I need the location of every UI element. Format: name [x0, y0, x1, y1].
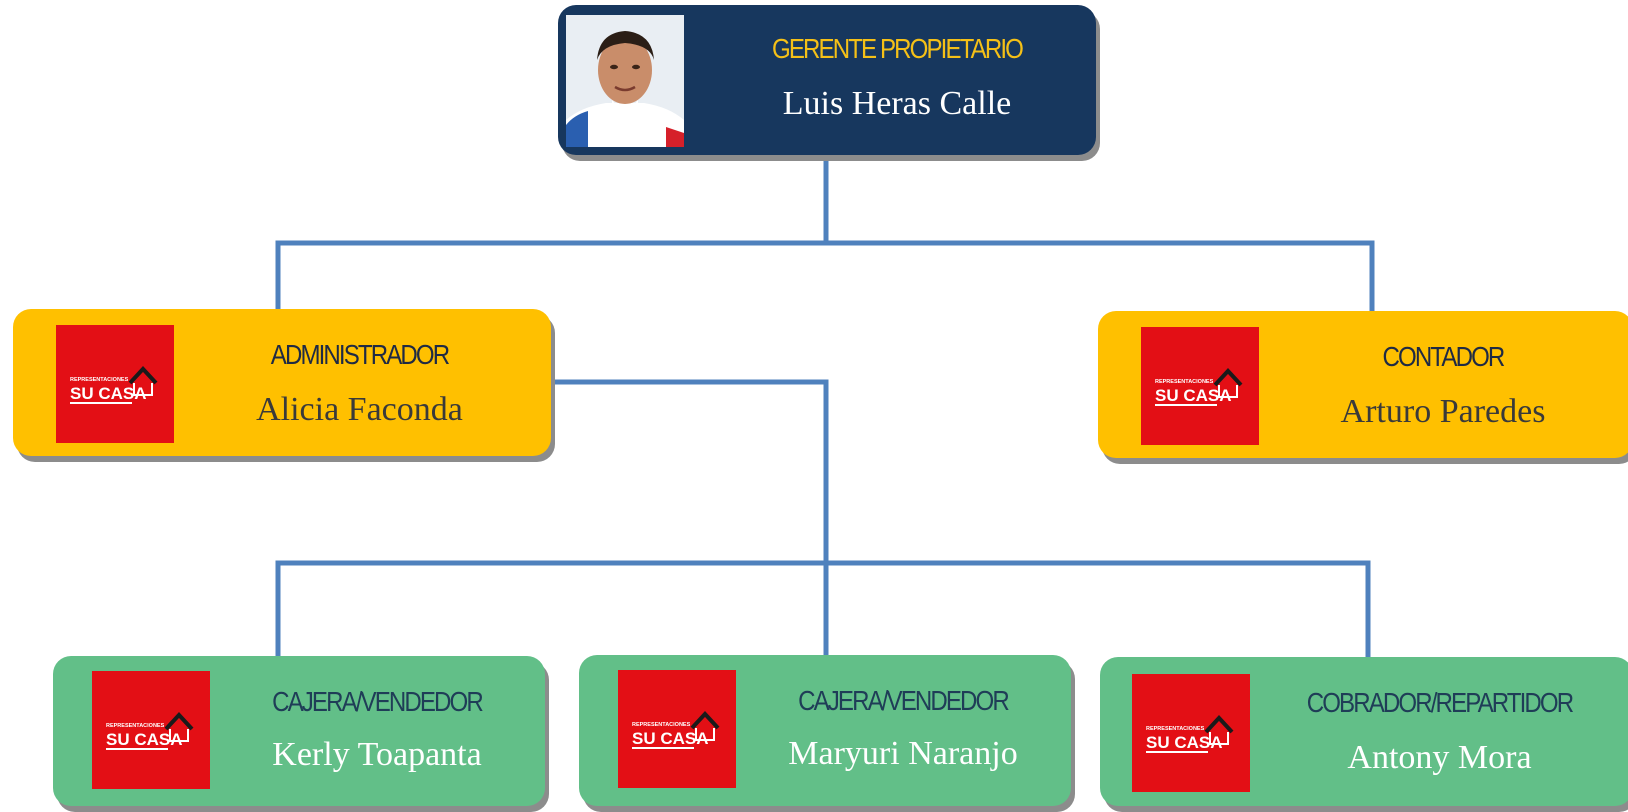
- person-name: Maryuri Naranjo: [788, 735, 1018, 772]
- person-name: Luis Heras Calle: [782, 85, 1012, 122]
- node-gerente-propietario: GERENTE PROPIETARIO Luis Heras Calle: [558, 5, 1096, 155]
- person-name: Kerly Toapanta: [272, 736, 482, 773]
- role-title: COBRADOR/REPARTIDOR: [1306, 687, 1574, 718]
- node-cobrador-repartidor: REPRESENTACIONES SU CASA COBRADOR/REPART…: [1100, 657, 1628, 806]
- su-casa-logo-icon: REPRESENTACIONES SU CASA: [92, 671, 210, 789]
- svg-text:REPRESENTACIONES: REPRESENTACIONES: [1155, 379, 1214, 385]
- node-contador: REPRESENTACIONES SU CASA CONTADOR Arturo…: [1098, 311, 1628, 458]
- role-title: CONTADOR: [1382, 341, 1506, 372]
- role-title: GERENTE PROPIETARIO: [772, 33, 1024, 64]
- svg-text:SU CASA: SU CASA: [106, 730, 183, 749]
- node-cajera-vendedor-2: REPRESENTACIONES SU CASA CAJERA/VENDEDOR…: [579, 655, 1071, 806]
- node-cajera-vendedor-1: REPRESENTACIONES SU CASA CAJERA/VENDEDOR…: [53, 656, 545, 806]
- role-title: CAJERA/VENDEDOR: [798, 685, 1010, 716]
- role-title: CAJERA/VENDEDOR: [272, 686, 484, 717]
- person-name: Arturo Paredes: [1340, 393, 1546, 430]
- role-title: ADMINISTRADOR: [270, 339, 450, 370]
- su-casa-logo-icon: REPRESENTACIONES SU CASA: [1141, 327, 1259, 445]
- su-casa-logo-icon: REPRESENTACIONES SU CASA: [56, 325, 174, 443]
- su-casa-logo-icon: REPRESENTACIONES SU CASA: [618, 670, 736, 788]
- svg-text:REPRESENTACIONES: REPRESENTACIONES: [70, 377, 129, 383]
- node-administrador: REPRESENTACIONES SU CASA ADMINISTRADOR A…: [13, 309, 551, 456]
- portrait-photo: [566, 15, 684, 147]
- svg-text:SU CASA: SU CASA: [632, 729, 709, 748]
- su-casa-logo-icon: REPRESENTACIONES SU CASA: [1132, 674, 1250, 792]
- person-name: Alicia Faconda: [256, 391, 463, 428]
- svg-text:REPRESENTACIONES: REPRESENTACIONES: [106, 723, 165, 729]
- svg-text:REPRESENTACIONES: REPRESENTACIONES: [632, 722, 691, 728]
- svg-text:SU CASA: SU CASA: [70, 384, 147, 403]
- svg-text:SU CASA: SU CASA: [1155, 386, 1232, 405]
- svg-text:REPRESENTACIONES: REPRESENTACIONES: [1146, 726, 1205, 732]
- svg-text:SU CASA: SU CASA: [1146, 733, 1223, 752]
- person-name: Antony Mora: [1347, 739, 1532, 776]
